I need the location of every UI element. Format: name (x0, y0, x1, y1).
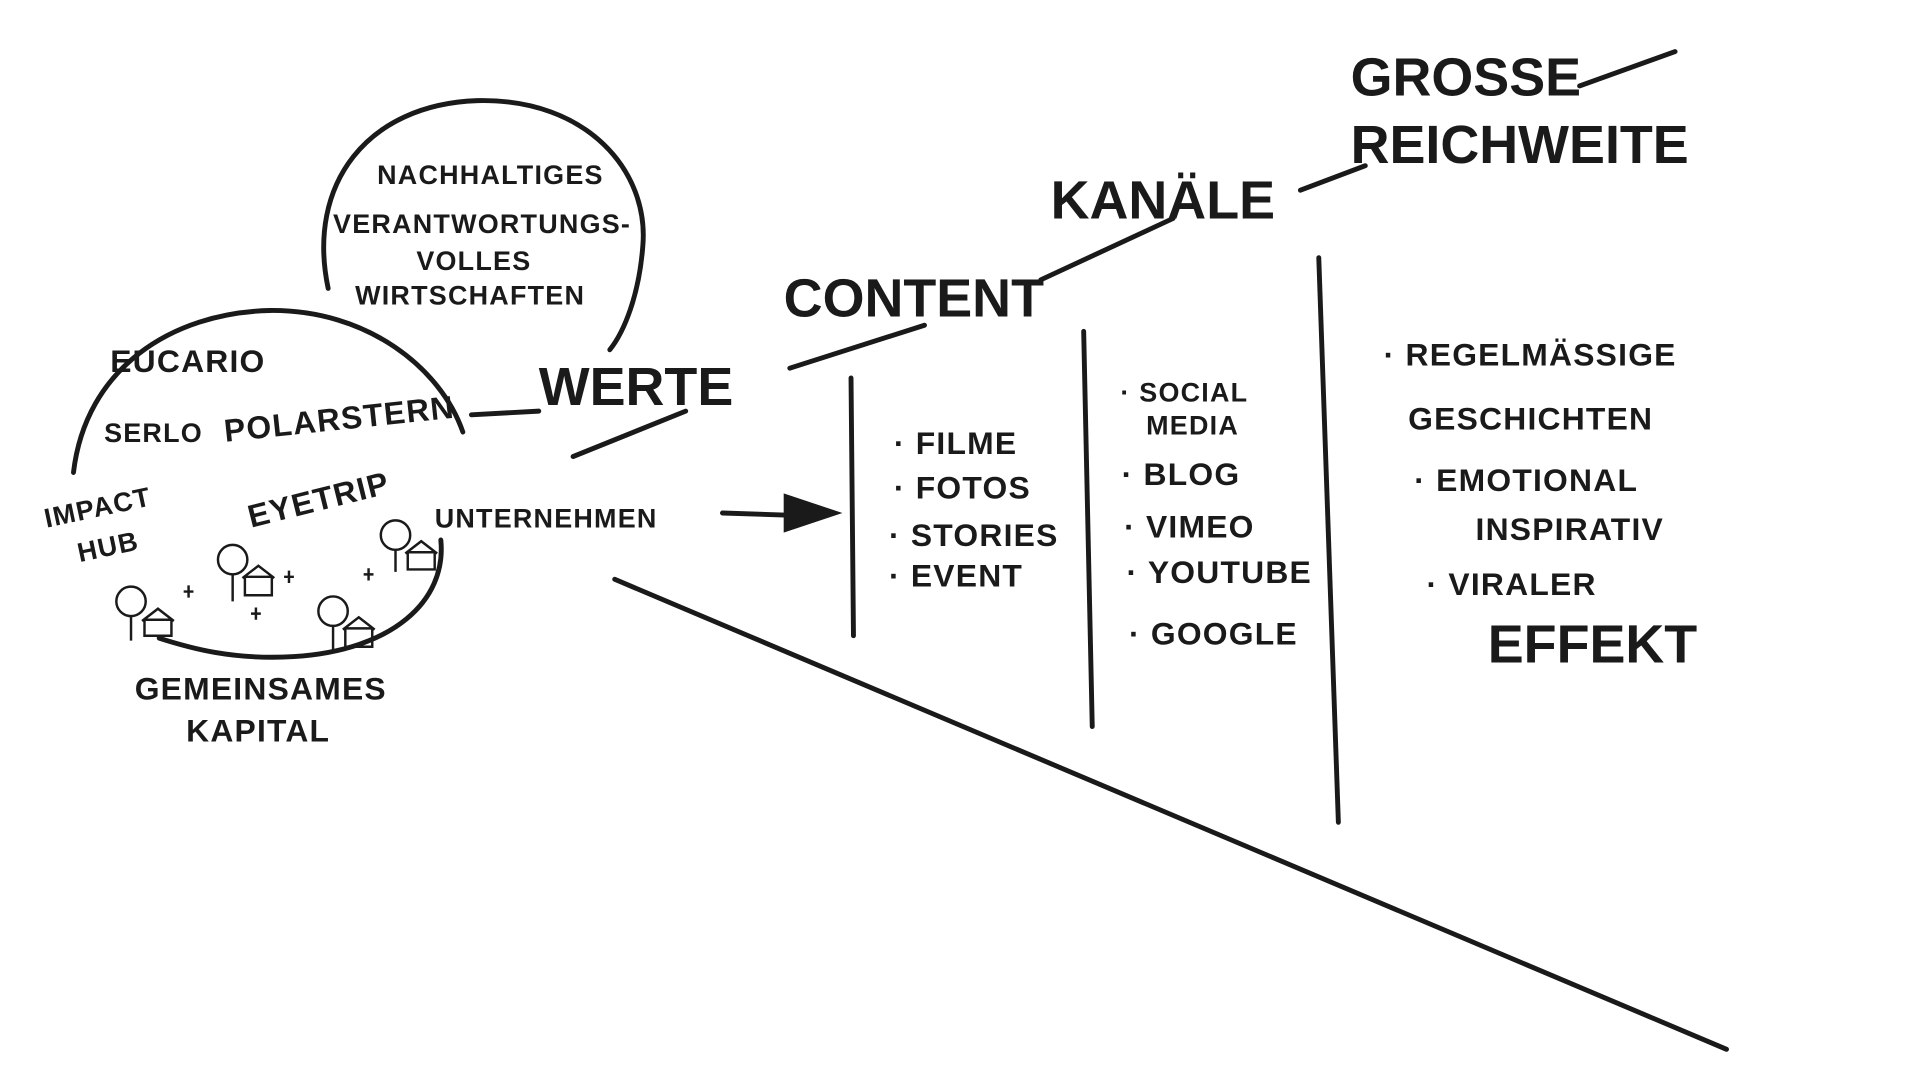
funnel-bottom-line (612, 576, 1729, 1052)
stage-reichweite-line: REICHWEITE (1351, 115, 1689, 175)
channel-item: · GOOGLE (1129, 615, 1298, 651)
arrow-head-icon (783, 493, 843, 533)
company-label: SERLO (104, 418, 203, 448)
funnel-top-line (468, 49, 1678, 418)
divider-reach (1316, 255, 1341, 825)
stage-werte: WERTE (539, 357, 733, 417)
values-line: WIRTSCHAFTEN (355, 280, 585, 310)
company-label: EYETRIP (244, 464, 393, 534)
values-line: NACHHALTIGES (377, 160, 604, 190)
caption-line: GEMEINSAMES (135, 671, 387, 707)
funnel-inner-line (570, 408, 689, 459)
reach-item: · REGELMÄSSIGE (1384, 337, 1677, 373)
channel-item: · YOUTUBE (1127, 554, 1312, 590)
values-line: VERANTWORTUNGS- (333, 209, 631, 239)
houses-trees-icon (115, 519, 438, 651)
unternehmen-label: UNTERNEHMEN (435, 504, 658, 534)
channel-item: · BLOG (1122, 456, 1241, 492)
caption-line: KAPITAL (186, 712, 330, 748)
reach-item: GESCHICHTEN (1408, 401, 1653, 437)
companies-circle (71, 308, 466, 660)
company-label: HUB (75, 526, 142, 568)
reach-item: · VIRALER (1427, 566, 1597, 602)
reach-item: · EMOTIONAL (1414, 462, 1638, 498)
company-label: IMPACT (42, 482, 154, 534)
stage-kanaele: KANÄLE (1051, 170, 1275, 230)
divider-channels (1081, 328, 1095, 729)
reach-item: EFFEKT (1488, 615, 1698, 675)
reach-item: INSPIRATIV (1476, 511, 1664, 547)
company-label: EUCARIO (110, 343, 265, 379)
values-circle (321, 98, 646, 353)
channel-item: · SOCIAL (1120, 377, 1248, 407)
content-item: · STORIES (889, 517, 1059, 553)
content-item: · EVENT (889, 558, 1023, 594)
channel-item: MEDIA (1146, 410, 1239, 440)
divider-content (848, 375, 856, 639)
stage-reichweite-line: GROSSE (1351, 48, 1581, 108)
values-line: VOLLES (416, 246, 531, 276)
content-item: · FOTOS (894, 469, 1031, 505)
stage-content: CONTENT (784, 269, 1044, 329)
channel-item: · VIMEO (1124, 509, 1255, 545)
company-label: POLARSTERN (222, 389, 456, 449)
content-item: · FILME (894, 425, 1017, 461)
